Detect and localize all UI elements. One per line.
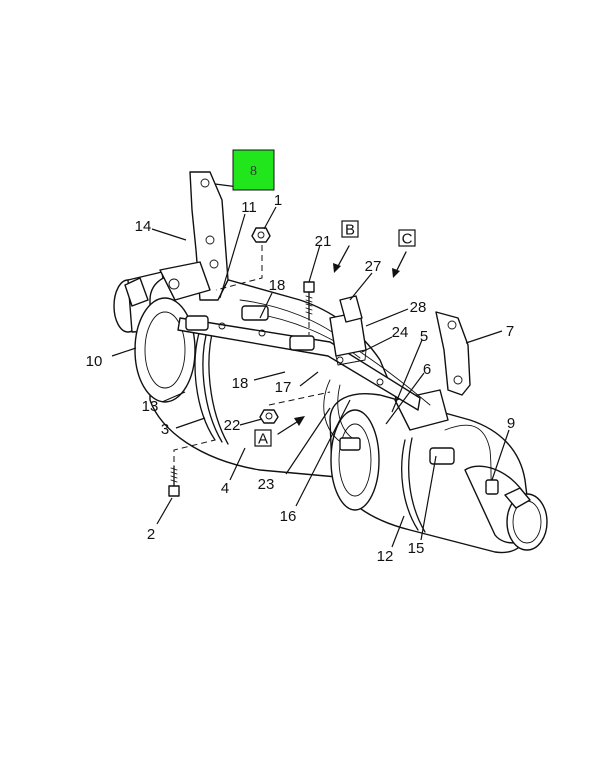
callout-27: 27 <box>365 258 382 275</box>
svg-text:B: B <box>345 222 355 239</box>
callout-18: 18 <box>232 375 249 392</box>
view-arrows <box>277 245 407 435</box>
callout-5: 5 <box>420 328 428 345</box>
right-canister <box>329 393 548 554</box>
callout-18: 18 <box>269 277 286 294</box>
svg-text:A: A <box>258 431 268 448</box>
view-label-a: A <box>254 429 272 448</box>
callout-3: 3 <box>161 421 169 438</box>
leader-lines <box>111 183 510 548</box>
view-label-c: C <box>398 229 416 248</box>
callout-28: 28 <box>410 299 427 316</box>
callout-13: 13 <box>142 398 159 415</box>
callout-10: 10 <box>86 353 103 370</box>
left-mounting-bracket <box>159 171 229 301</box>
callout-8-highlight[interactable]: 8 <box>232 149 275 191</box>
callout-9: 9 <box>507 415 515 432</box>
callout-17: 17 <box>275 379 292 396</box>
sensor-module <box>329 295 367 366</box>
callout-23: 23 <box>258 476 275 493</box>
bolt-2 <box>168 465 180 497</box>
callout-1: 1 <box>274 192 282 209</box>
callout-6: 6 <box>423 361 431 378</box>
callout-7: 7 <box>506 323 514 340</box>
callout-4: 4 <box>221 480 229 497</box>
callout-14: 14 <box>135 218 152 235</box>
callout-22: 22 <box>224 417 241 434</box>
callout-24: 24 <box>392 324 409 341</box>
view-label-b: B <box>341 220 359 239</box>
callout-8[interactable]: 8 <box>250 164 257 179</box>
assembly-lines <box>173 245 331 462</box>
callout-12: 12 <box>377 548 394 565</box>
callout-11: 11 <box>241 199 257 216</box>
nut-22 <box>259 409 279 424</box>
callout-numbers: 1 2 3 4 5 6 7 9 10 11 12 13 14 15 16 17 … <box>86 192 516 565</box>
callout-2: 2 <box>147 526 155 543</box>
svg-text:C: C <box>402 231 413 248</box>
nut-1 <box>251 227 271 243</box>
sensor-rail <box>177 299 499 495</box>
callout-15: 15 <box>408 540 425 557</box>
callout-16: 16 <box>280 508 297 525</box>
callout-21: 21 <box>315 233 332 250</box>
